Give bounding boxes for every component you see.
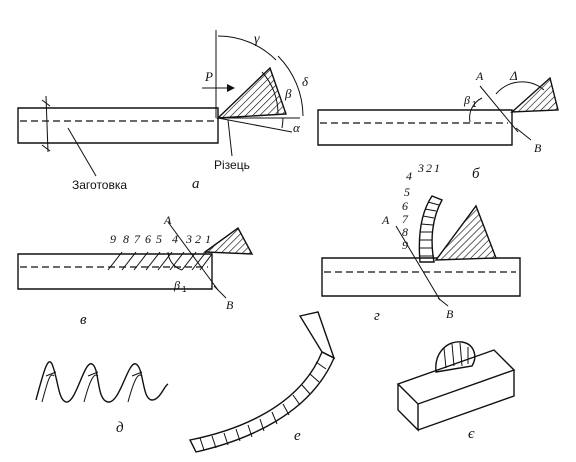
spiral-chip bbox=[35, 361, 169, 403]
cutter-leader bbox=[227, 119, 233, 157]
b-leader-v bbox=[213, 285, 227, 299]
element-g-1: 1 bbox=[434, 161, 440, 175]
element-g-6: 6 bbox=[402, 199, 408, 213]
element-v-1: 1 bbox=[205, 232, 211, 246]
element-v-7: 7 bbox=[134, 232, 141, 246]
beta-label: β bbox=[284, 86, 292, 101]
panel-e: е bbox=[188, 311, 336, 453]
element-v-3: 3 bbox=[185, 232, 192, 246]
cutter-v bbox=[202, 226, 254, 255]
beta1-sub-v: 1 bbox=[182, 285, 187, 294]
workpiece-v bbox=[17, 253, 213, 290]
point-a-g: A bbox=[381, 213, 390, 227]
beta1-label-v: β bbox=[173, 278, 180, 292]
chip-curl-g bbox=[418, 195, 443, 263]
element-g-7: 7 bbox=[402, 212, 409, 226]
alpha-arc bbox=[281, 117, 284, 129]
segmented-chip bbox=[188, 351, 335, 453]
cutter-a bbox=[216, 66, 287, 119]
element-g-9: 9 bbox=[402, 238, 408, 252]
panel-b-label: б bbox=[472, 166, 480, 182]
beta1-arc-v bbox=[167, 251, 183, 271]
shear-plane-b bbox=[479, 85, 519, 133]
panel-a-label: а bbox=[192, 176, 200, 192]
panel-g-label: г bbox=[374, 308, 380, 324]
chip-elements-g bbox=[419, 201, 440, 257]
point-a-v: A bbox=[163, 213, 172, 227]
element-g-4: 4 bbox=[406, 169, 412, 183]
chip-segments-e bbox=[199, 361, 327, 451]
panel-b: A β 1 Δ B б bbox=[317, 68, 559, 182]
panel-ye: є bbox=[396, 341, 516, 442]
point-b-b: B bbox=[534, 141, 542, 155]
panel-ye-label: є bbox=[468, 426, 475, 442]
shear-plane-g bbox=[395, 225, 441, 301]
workpiece-leader bbox=[67, 127, 97, 177]
element-v-4: 4 bbox=[172, 232, 178, 246]
element-v-8: 8 bbox=[123, 232, 129, 246]
workpiece-a bbox=[17, 107, 219, 144]
panel-d: д bbox=[35, 361, 169, 436]
force-label: P bbox=[204, 69, 213, 84]
element-g-5: 5 bbox=[404, 185, 410, 199]
point-b-v: B bbox=[226, 298, 234, 312]
beta1-label-b: β bbox=[463, 93, 470, 107]
element-g-3: 3 bbox=[417, 161, 424, 175]
workpiece-b bbox=[317, 109, 513, 146]
delta-arc bbox=[277, 55, 304, 117]
delta-big-label: Δ bbox=[509, 68, 518, 83]
beta1-arc-b bbox=[469, 97, 483, 123]
point-b-g: B bbox=[446, 307, 454, 321]
block-ye bbox=[396, 349, 516, 432]
element-v-9: 9 bbox=[110, 232, 116, 246]
chip-ye bbox=[435, 341, 476, 373]
element-g-8: 8 bbox=[402, 225, 408, 239]
beta1-sub-b: 1 bbox=[472, 100, 477, 109]
workpiece-g bbox=[321, 257, 521, 297]
panel-v-label: в bbox=[80, 312, 87, 328]
section-mark-a bbox=[45, 95, 49, 153]
panel-d-label: д bbox=[116, 420, 124, 436]
b-leader bbox=[515, 127, 532, 141]
chip-elements-v bbox=[107, 251, 213, 271]
cutter-b bbox=[510, 76, 559, 113]
panel-g: 4 3 2 1 5 6 7 8 9 A B г bbox=[321, 161, 521, 324]
b-leader-g bbox=[437, 297, 449, 307]
panel-v: 9 8 7 6 5 4 3 2 1 A β 1 B в bbox=[17, 213, 254, 328]
panel-e-label: е bbox=[294, 428, 301, 444]
panel-a: Заготовка P γ β δ α Різець а bbox=[17, 30, 309, 192]
delta-big-arc bbox=[495, 81, 545, 95]
shear-plane-v bbox=[167, 221, 219, 291]
cutter-g bbox=[434, 204, 498, 261]
element-v-2: 2 bbox=[195, 232, 201, 246]
gamma-label: γ bbox=[254, 32, 260, 47]
beta-arc bbox=[261, 71, 279, 115]
element-v-6: 6 bbox=[145, 232, 151, 246]
delta-label: δ bbox=[302, 74, 309, 89]
cutter-label: Різець bbox=[214, 158, 250, 172]
element-g-2: 2 bbox=[426, 161, 432, 175]
workpiece-label: Заготовка bbox=[72, 178, 127, 192]
point-a-b: A bbox=[475, 69, 484, 83]
element-v-5: 5 bbox=[156, 232, 162, 246]
alpha-label: α bbox=[293, 120, 301, 135]
gamma-arc bbox=[217, 35, 277, 61]
